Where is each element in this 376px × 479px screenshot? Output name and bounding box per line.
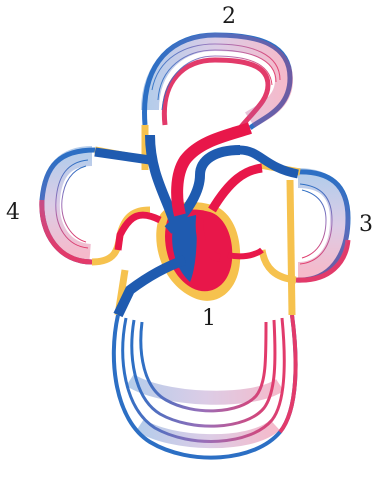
capillary-bed-bottom xyxy=(111,314,298,460)
capillary-bed-left xyxy=(39,146,96,265)
label-3: 3 xyxy=(359,212,373,237)
major-vessels xyxy=(94,122,299,318)
capillary-bed-right xyxy=(294,168,351,283)
heart xyxy=(156,202,241,301)
label-4: 4 xyxy=(6,200,20,225)
capillary-bed-top xyxy=(141,32,294,130)
label-1: 1 xyxy=(202,306,216,331)
label-2: 2 xyxy=(222,4,236,29)
